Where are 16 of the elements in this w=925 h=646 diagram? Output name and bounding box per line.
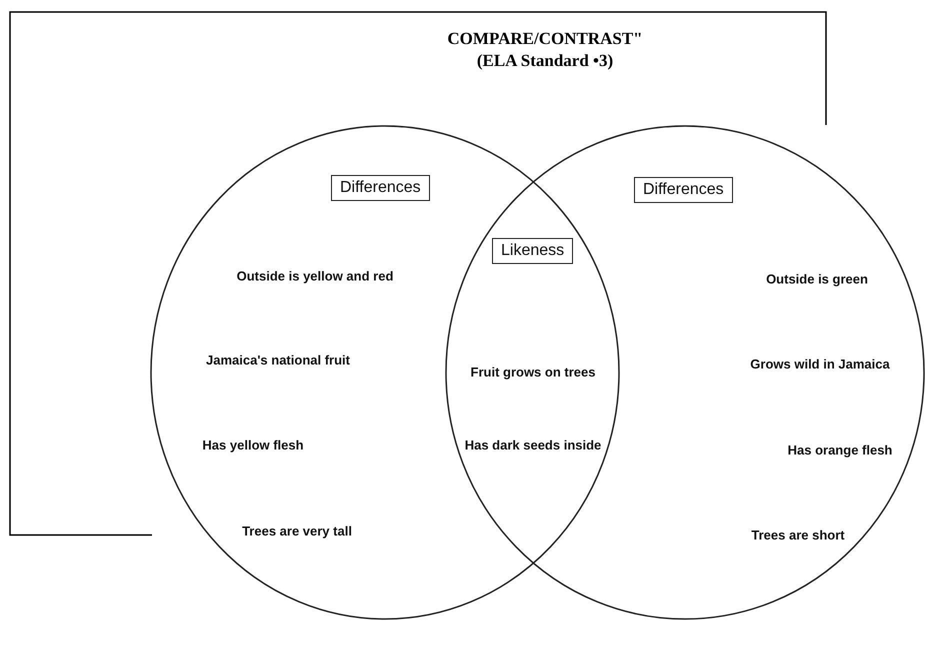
difference-text: Has orange flesh xyxy=(788,442,892,458)
difference-text: Has yellow flesh xyxy=(202,438,304,452)
heading-box: Differences xyxy=(634,177,733,203)
title: COMPARE/CONTRAST" (ELA Standard •3) xyxy=(446,28,644,72)
difference-text: Trees are very tall xyxy=(242,524,352,538)
heading-box: Differences xyxy=(331,175,430,201)
heading-box: Likeness xyxy=(492,238,574,264)
difference-text: Grows wild in Jamaica xyxy=(750,356,890,372)
venn-circle xyxy=(445,125,925,620)
difference-text: Outside is yellow and red xyxy=(236,268,394,284)
venn-circle xyxy=(150,125,620,620)
likeness-text: Has dark seeds inside xyxy=(464,438,602,452)
difference-text: Trees are short xyxy=(751,528,845,542)
difference-text: Jamaica's national fruit xyxy=(206,352,350,368)
difference-text: Outside is green xyxy=(766,272,868,286)
likeness-text: Fruit grows on trees xyxy=(470,364,596,380)
